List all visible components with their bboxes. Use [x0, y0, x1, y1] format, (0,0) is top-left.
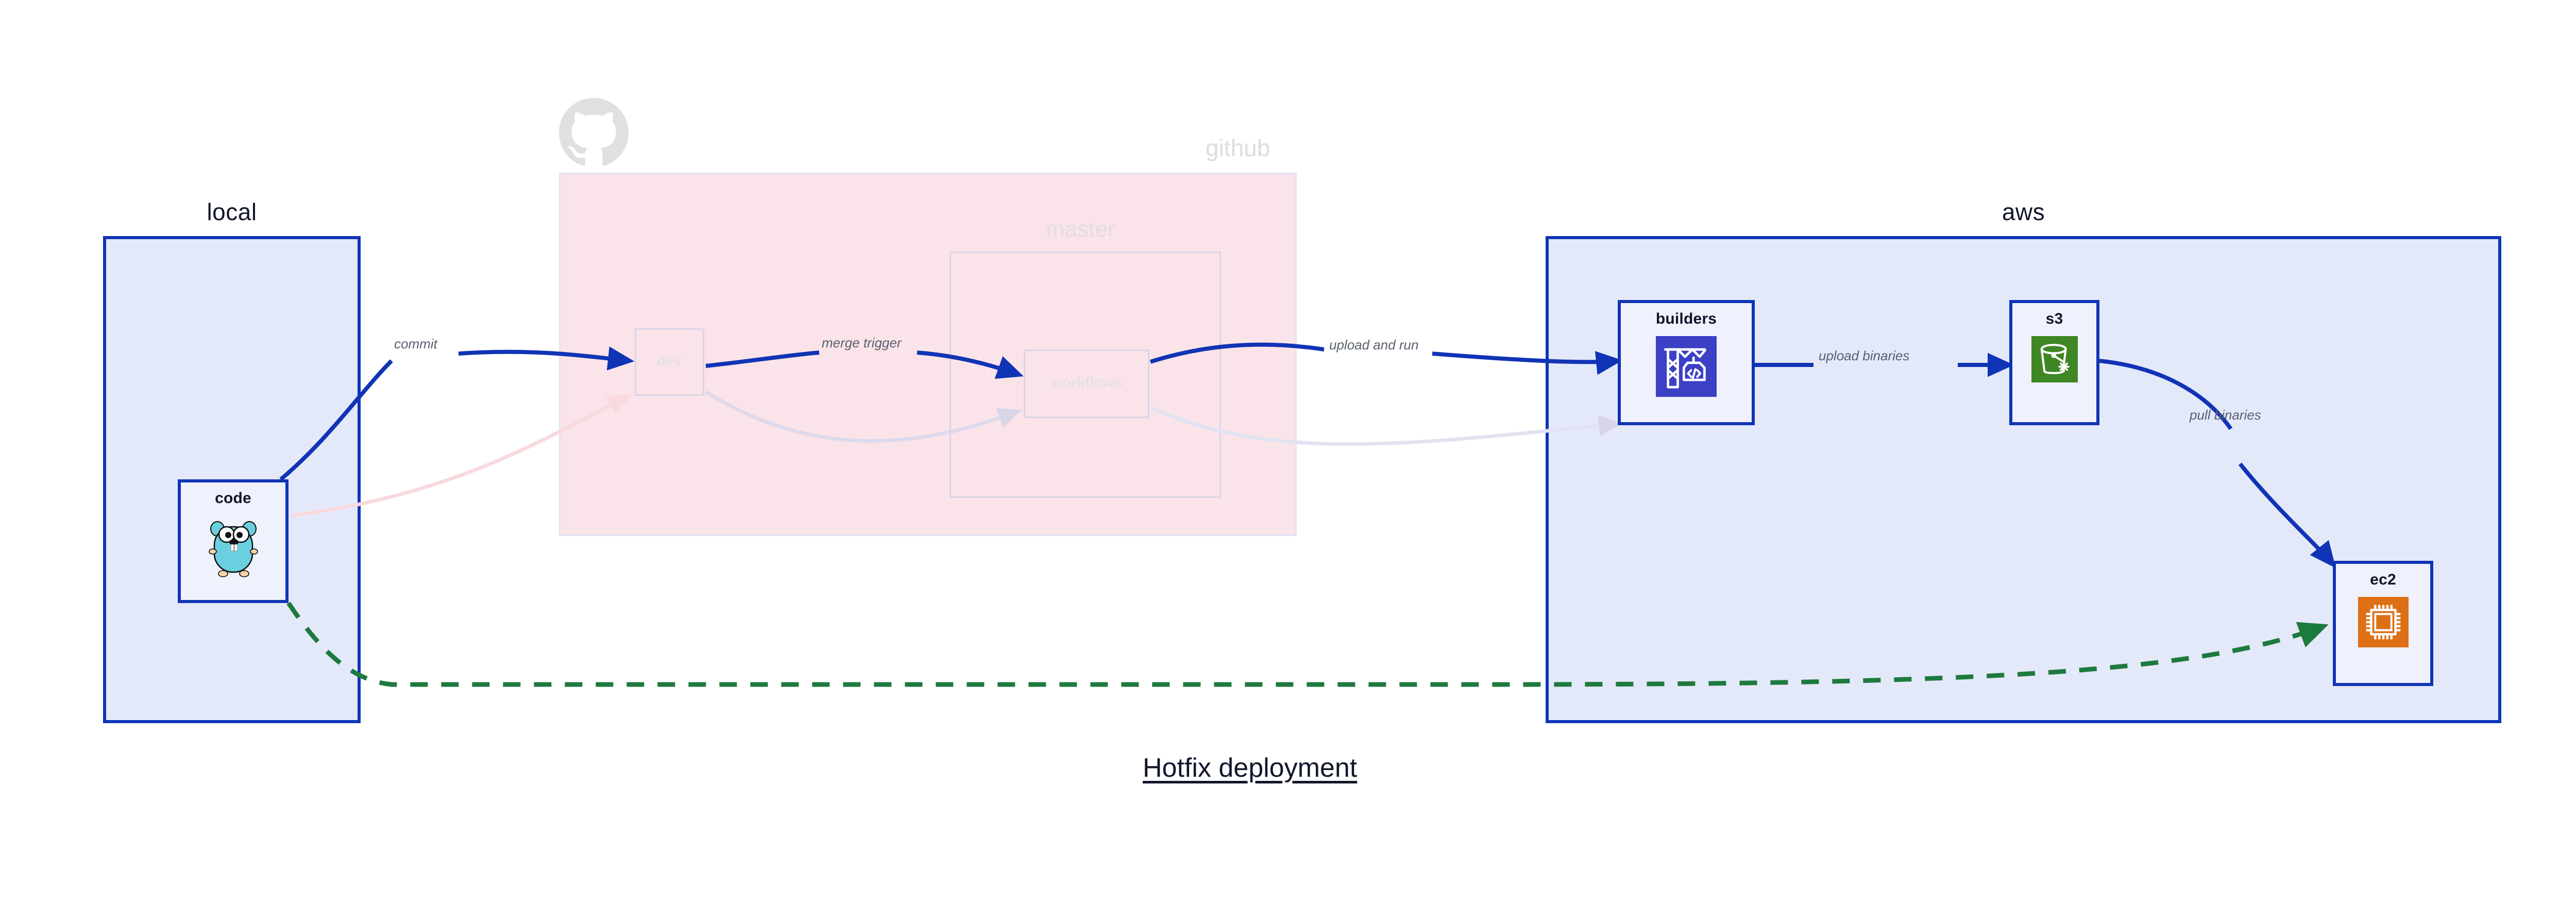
group-master-box: [950, 252, 1221, 498]
edge-label-upload-binaries: upload binaries: [1819, 348, 1910, 363]
group-aws-label: aws: [2002, 198, 2045, 225]
node-ec2[interactable]: ec2: [2333, 561, 2433, 686]
node-code-label: code: [215, 490, 251, 507]
group-github-box: [559, 173, 1297, 536]
node-code[interactable]: code: [178, 479, 289, 603]
edge-label-merge-trigger: merge trigger: [822, 335, 902, 350]
aws-ec2-chip-icon: [2358, 597, 2409, 650]
node-s3-label: s3: [2045, 310, 2063, 327]
node-builders[interactable]: builders: [1618, 300, 1755, 425]
node-ec2-label: ec2: [2370, 571, 2396, 588]
node-dev-label: dev: [657, 353, 682, 369]
group-local-label: local: [207, 198, 257, 225]
group-github-label: github: [1206, 135, 1270, 161]
node-s3[interactable]: s3: [2009, 300, 2099, 425]
edge-commit-tail: [458, 346, 635, 371]
edge-label-commit: commit: [394, 336, 437, 352]
github-octocat-icon: [559, 98, 629, 166]
edge-merge-trigger-head: [705, 350, 820, 368]
edge-label-pull-binaries: pull binaries: [2190, 407, 2261, 423]
ghost-edge-dev-workflows: [705, 390, 1022, 443]
aws-codebuild-icon: [1656, 336, 1717, 399]
node-workflows[interactable]: workflows: [1024, 349, 1149, 418]
diagram-title: Hotfix deployment: [1143, 753, 1358, 783]
edge-label-upload-and-run: upload and run: [1329, 337, 1419, 353]
aws-s3-bucket-icon: [2031, 336, 2078, 385]
group-master-label: master: [1046, 216, 1115, 242]
node-workflows-label: workflows: [1050, 374, 1123, 390]
node-builders-label: builders: [1655, 310, 1717, 327]
node-dev[interactable]: dev: [635, 328, 704, 396]
edge-merge-trigger-tail: [917, 350, 1024, 379]
edge-upload-and-run-head: [1149, 342, 1325, 364]
go-gopher-icon: [205, 515, 262, 582]
